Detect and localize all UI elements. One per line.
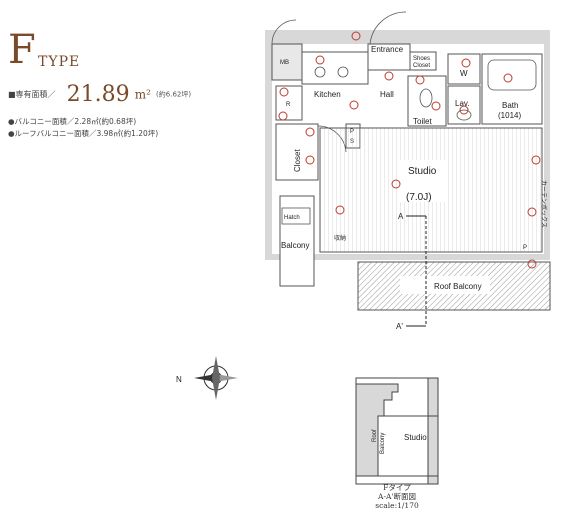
lav-label: Lav. [455, 99, 470, 108]
kitchen-label: Kitchen [314, 90, 341, 99]
hatch-label: Hatch [284, 215, 300, 221]
hall-label: Hall [380, 90, 394, 99]
entrance-label: Entrance [371, 45, 404, 54]
fridge-label: R [286, 102, 291, 108]
section-a-label: A [398, 212, 404, 221]
hatch [281, 207, 311, 225]
type-letter: F [8, 27, 36, 73]
mb-door [271, 19, 297, 45]
toilet-room [407, 75, 447, 127]
section-caption-scale: scale:1/170 [375, 501, 419, 510]
roof-balcony-label: Roof Balcony [434, 282, 482, 291]
bath-size-label: (1014) [498, 111, 521, 120]
closet-label: Closet [293, 149, 302, 172]
washer-label: W [460, 69, 468, 78]
section-caption-title: A-A'断面図 [378, 492, 416, 501]
lavatory [447, 85, 481, 125]
shoes-closet [409, 51, 437, 71]
bath-label: Bath [502, 101, 518, 110]
compass [194, 356, 238, 400]
entrance-door [369, 11, 407, 45]
section-studio-label: Studio [404, 433, 427, 442]
closet [275, 123, 319, 181]
section-a-prime-label: A' [396, 322, 403, 331]
fridge-space [275, 85, 303, 121]
compass-north-label: N [176, 375, 182, 384]
section-balcony-label: Balcony [380, 433, 386, 454]
section-caption-type: Fタイプ [383, 483, 411, 492]
curtain-box-label: カーテンボックス [540, 180, 548, 228]
area-tsubo: (約6.62坪) [156, 90, 192, 99]
balcony-area-line: ●バルコニー面積／2.28㎡(約0.68坪) [8, 117, 137, 126]
type-word: TYPE [38, 54, 81, 70]
section-diagram [355, 377, 439, 485]
outlet-markers [278, 31, 541, 269]
studio-label: Studio [408, 166, 437, 177]
balcony-label: Balcony [281, 241, 309, 250]
p-mark: P [523, 245, 527, 251]
toilet-label: Toilet [413, 117, 432, 126]
storage-label: 収納 [334, 234, 346, 242]
kitchen-counter [301, 51, 369, 85]
mb-label: MB [280, 60, 289, 66]
area-value: 21.89 [66, 82, 130, 107]
shoes-closet-label-1: Shoes [413, 56, 430, 62]
section-roof-label: Roof [372, 429, 378, 442]
shoes-closet-label-2: Closet [413, 63, 430, 69]
bathroom [481, 53, 543, 125]
area-row: ■専有面積／ 21.89 m² (約6.62坪) [8, 82, 191, 107]
studio-size-label: (7.0J) [406, 192, 432, 203]
area-unit: m² [134, 87, 151, 102]
area-label: ■専有面積／ [8, 90, 56, 99]
section-caption: Fタイプ A-A'断面図 scale:1/170 [356, 483, 438, 510]
entrance-room [367, 43, 411, 71]
roof-balcony-area-line: ●ルーフバルコニー面積／3.98㎡(約1.20坪) [8, 129, 159, 138]
